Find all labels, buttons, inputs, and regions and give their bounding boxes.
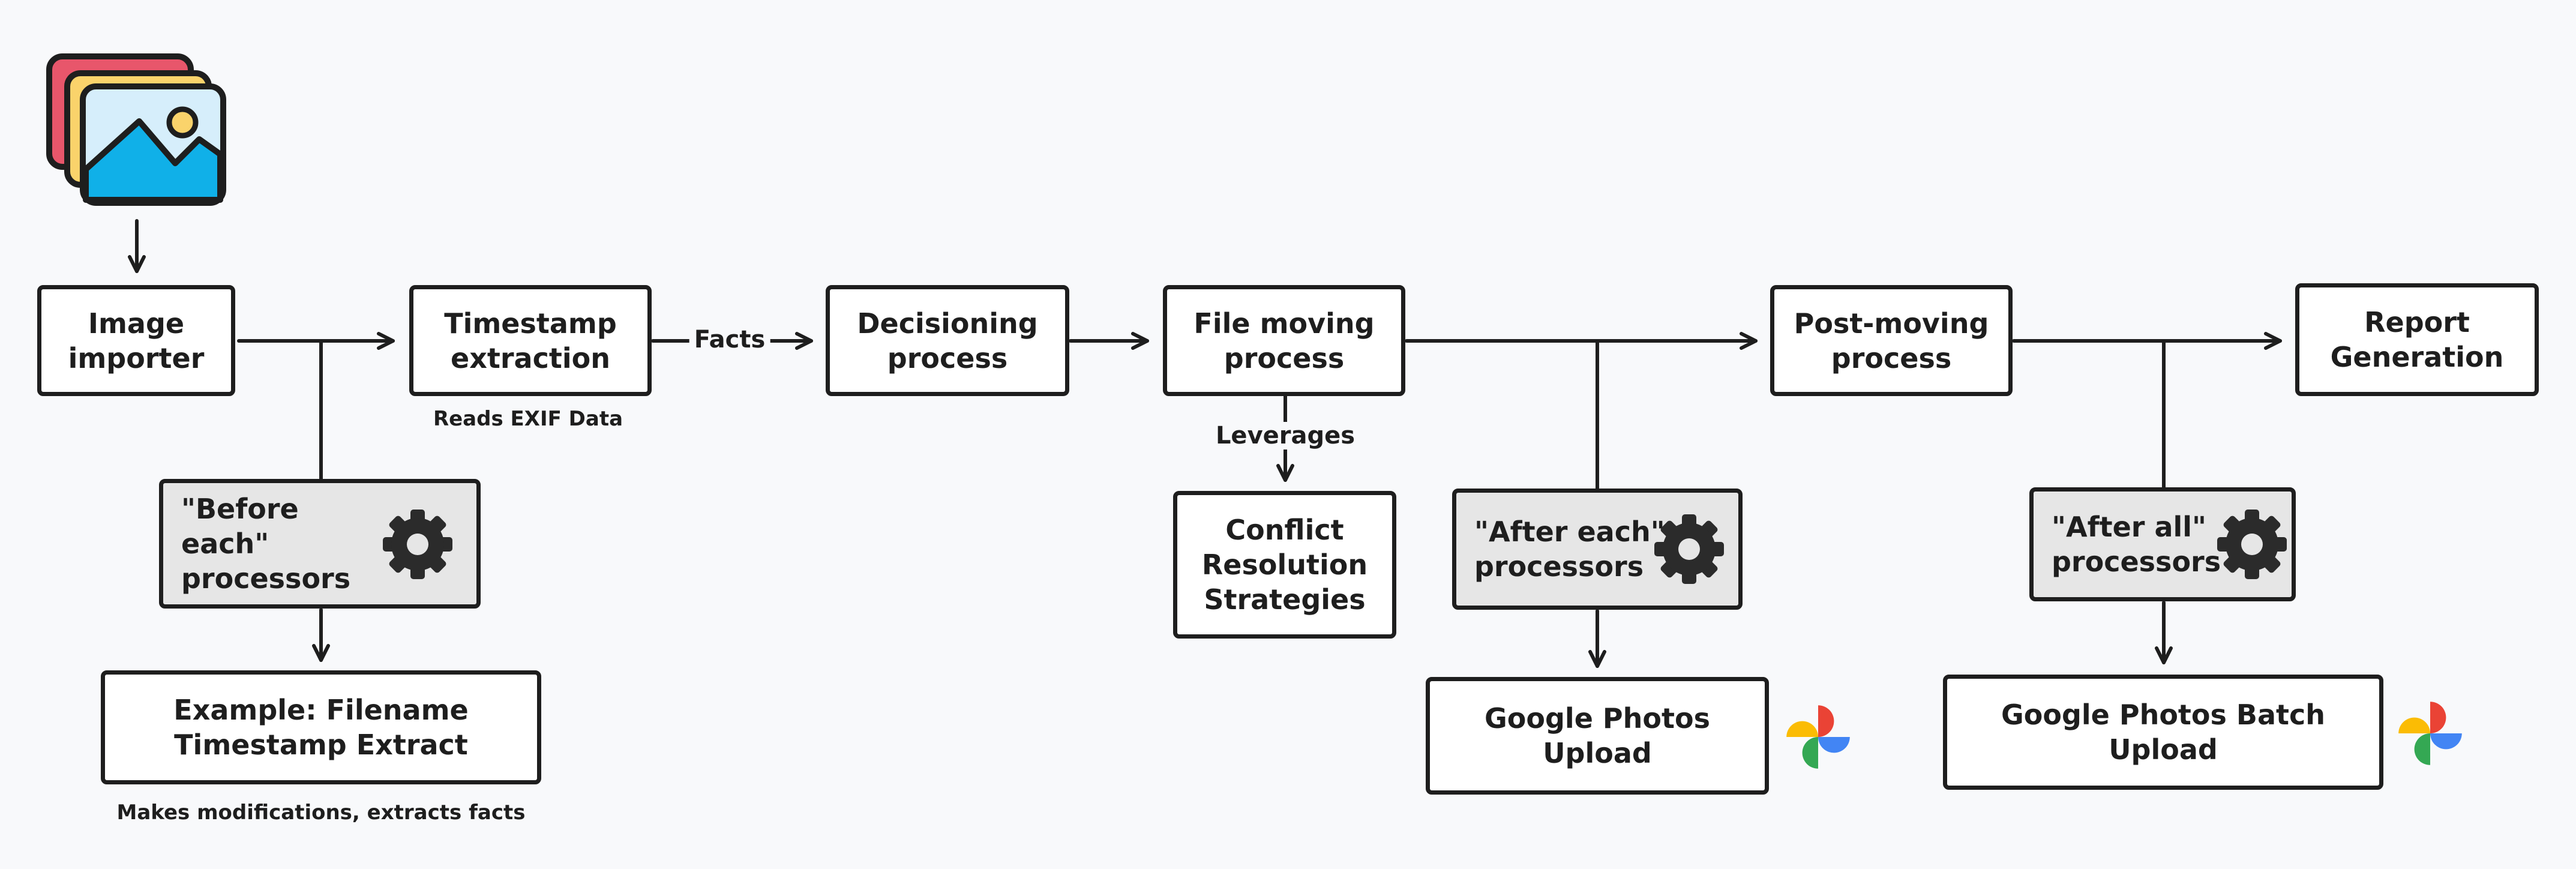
image-stack-icon [46, 53, 226, 206]
reads-exif-note: Reads EXIF Data [433, 407, 623, 431]
timestamp-extraction-node: Timestamp extraction [409, 285, 652, 396]
post-moving-process-node: Post-moving process [1770, 285, 2013, 396]
google-photos-upload-node: Google Photos Upload [1426, 677, 1769, 795]
report-generation-node: Report Generation [2295, 283, 2539, 396]
file-moving-process-node: File moving process [1163, 285, 1405, 396]
gear-icon [2217, 510, 2287, 579]
google-photos-icon [2398, 702, 2462, 765]
decisioning-process-node: Decisioning process [826, 285, 1069, 396]
google-photos-icon [1786, 705, 1850, 769]
gear-icon [1654, 514, 1724, 584]
makes-modifications-note: Makes modifications, extracts facts [116, 801, 526, 825]
leverages-edge-label: Leverages [1210, 422, 1360, 450]
gear-icon [383, 510, 452, 579]
conflict-resolution-node: Conflict Resolution Strategies [1173, 491, 1396, 639]
after-all-processors-node: "After all" processors [2029, 487, 2296, 601]
image-importer-node: Image importer [37, 285, 235, 396]
after-each-processors-node: "After each" processors [1452, 489, 1743, 610]
facts-edge-label: Facts [689, 326, 770, 353]
google-photos-batch-upload-node: Google Photos Batch Upload [1943, 675, 2383, 790]
before-each-processors-node: "Before each" processors [159, 479, 481, 609]
example-filename-node: Example: Filename Timestamp Extract [101, 670, 541, 784]
